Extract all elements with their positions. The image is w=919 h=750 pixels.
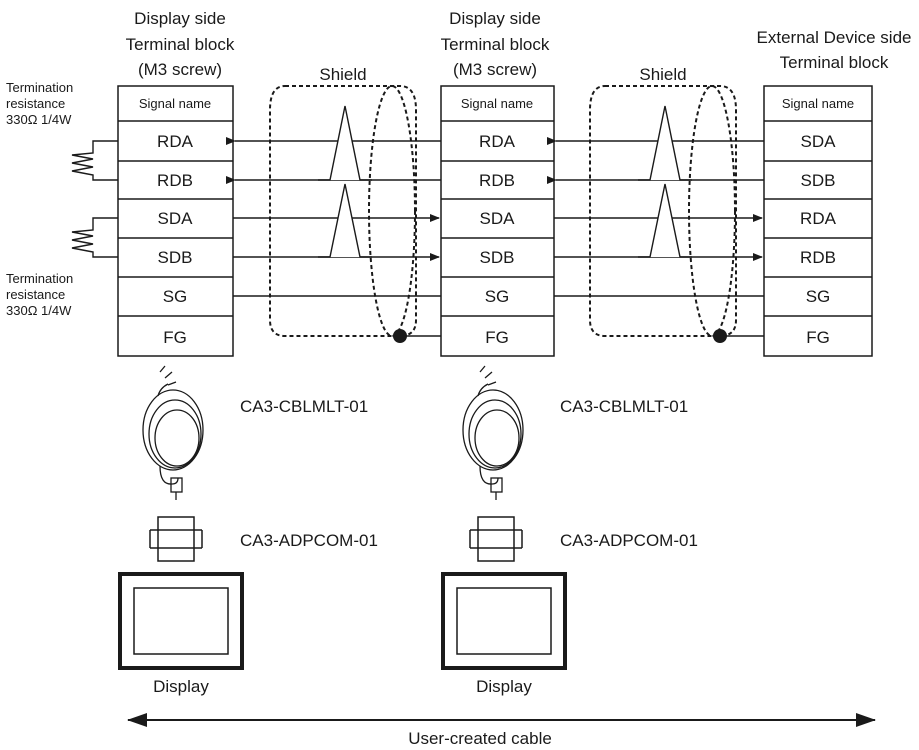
- shield-label-1: Shield: [319, 65, 366, 84]
- right-header-line-2: Terminal block: [780, 53, 889, 72]
- right-signal-header: Signal name: [782, 96, 854, 111]
- right-signal-sg: SG: [806, 287, 831, 306]
- shield-label-2: Shield: [639, 65, 686, 84]
- user-cable-label: User-created cable: [408, 729, 552, 748]
- display-label-left: Display: [153, 677, 209, 696]
- shield-right: [589, 85, 737, 337]
- middle-header-line-1: Display side: [449, 9, 541, 28]
- twisted-pair-marks: [318, 105, 692, 258]
- adapter-icon: [149, 516, 203, 562]
- right-signal-sdb: SDB: [801, 171, 836, 190]
- left-signal-rda: RDA: [157, 132, 194, 151]
- middle-signal-header: Signal name: [461, 96, 533, 111]
- left-header-line-1: Display side: [134, 9, 226, 28]
- cable-part-label-middle: CA3-CBLMLT-01: [560, 397, 688, 416]
- middle-signal-sdb: SDB: [480, 248, 515, 267]
- middle-signal-sg: SG: [485, 287, 510, 306]
- left-header-line-3: (M3 screw): [138, 60, 222, 79]
- display-icon: [441, 572, 567, 670]
- right-terminal-block: [763, 85, 873, 357]
- termination-bottom-line-1: Termination: [6, 271, 73, 286]
- middle-signal-rda: RDA: [479, 132, 516, 151]
- left-signal-header: Signal name: [139, 96, 211, 111]
- termination-top-line-2: resistance: [6, 96, 65, 111]
- termination-resistance-top-label: Termination resistance 330Ω 1/4W: [6, 80, 73, 127]
- shield-ground-dot: [393, 329, 407, 343]
- middle-header-line-3: (M3 screw): [453, 60, 537, 79]
- middle-signal-sda: SDA: [480, 209, 516, 228]
- middle-terminal-block: [440, 85, 555, 357]
- middle-header-line-2: Terminal block: [441, 35, 550, 54]
- termination-bottom-line-3: 330Ω 1/4W: [6, 303, 72, 318]
- middle-block-header: Display side Terminal block (M3 screw): [441, 9, 550, 79]
- adapter-part-label-left: CA3-ADPCOM-01: [240, 531, 378, 550]
- left-block-header: Display side Terminal block (M3 screw): [126, 9, 235, 79]
- left-terminal-block: [117, 85, 234, 357]
- right-signal-fg: FG: [806, 328, 830, 347]
- right-signal-rdb: RDB: [800, 248, 836, 267]
- cable-part-label-left: CA3-CBLMLT-01: [240, 397, 368, 416]
- shield-ground-dot: [713, 329, 727, 343]
- adapter-icon: [469, 516, 523, 562]
- right-header-line-1: External Device side: [757, 28, 912, 47]
- cable-coil-icon: [462, 365, 524, 500]
- right-signal-rda: RDA: [800, 209, 837, 228]
- middle-signal-rdb: RDB: [479, 171, 515, 190]
- cable-coil-icon: [142, 365, 204, 500]
- display-label-middle: Display: [476, 677, 532, 696]
- shield-left: [269, 85, 417, 337]
- left-signal-rdb: RDB: [157, 171, 193, 190]
- display-icon: [118, 572, 244, 670]
- right-block-header: External Device side Terminal block: [757, 28, 912, 72]
- termination-top-line-1: Termination: [6, 80, 73, 95]
- middle-signal-fg: FG: [485, 328, 509, 347]
- right-signal-sda: SDA: [801, 132, 837, 151]
- resistor-icon: [71, 217, 118, 258]
- resistor-icon: [71, 140, 118, 181]
- termination-top-line-3: 330Ω 1/4W: [6, 112, 72, 127]
- termination-resistance-bottom-label: Termination resistance 330Ω 1/4W: [6, 271, 73, 318]
- left-signal-sda: SDA: [158, 209, 194, 228]
- left-signal-fg: FG: [163, 328, 187, 347]
- termination-bottom-line-2: resistance: [6, 287, 65, 302]
- left-signal-sg: SG: [163, 287, 188, 306]
- left-signal-sdb: SDB: [158, 248, 193, 267]
- adapter-part-label-middle: CA3-ADPCOM-01: [560, 531, 698, 550]
- left-header-line-2: Terminal block: [126, 35, 235, 54]
